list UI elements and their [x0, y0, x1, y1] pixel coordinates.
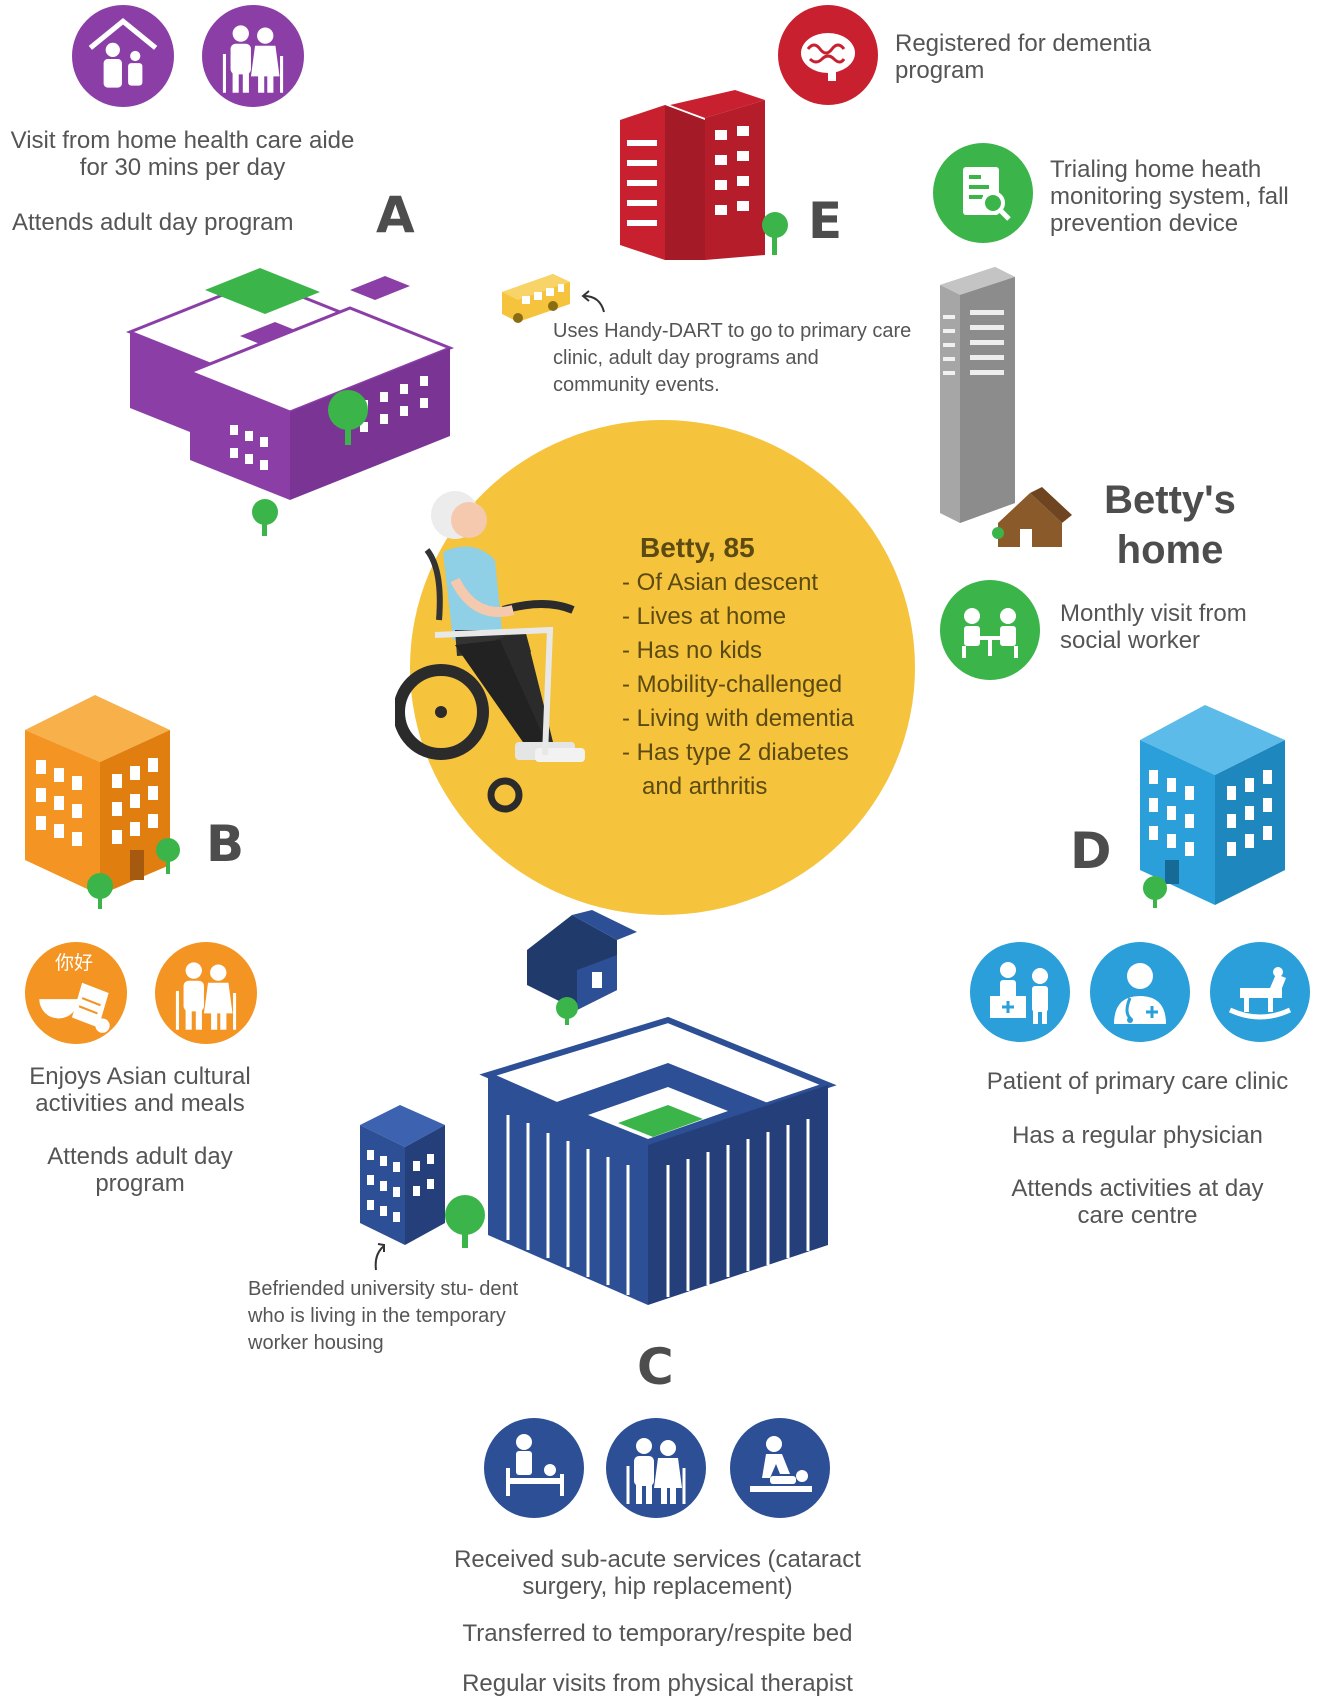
betty-home-tower: [940, 267, 1015, 523]
building-a: [125, 268, 455, 536]
betty-fact: - Has no kids: [622, 637, 763, 664]
small-house-c: [527, 910, 637, 1025]
physiotherapy-icon: [730, 1418, 830, 1518]
betty-fact: - Living with dementia: [622, 705, 855, 732]
betty-fact: and arthritis: [642, 773, 768, 800]
monitoring-report-icon: [933, 143, 1033, 243]
section-b-text-2: Attends adult day program: [47, 1143, 233, 1197]
section-b-letter: B: [206, 815, 245, 873]
home-social-text: Monthly visit from social worker: [1060, 600, 1247, 654]
building-d: [1140, 705, 1285, 908]
section-c-note: Befriended university stu- dent who is l…: [248, 1278, 519, 1354]
home-monitoring-text: Trialing home heath monitoring system, f…: [1050, 156, 1289, 237]
arrow-icon: [581, 290, 605, 313]
section-e-letter: E: [808, 192, 843, 250]
building-b: [25, 695, 180, 909]
section-d-text-1: Patient of primary care clinic: [986, 1068, 1289, 1095]
betty-fact: - Mobility-challenged: [622, 671, 843, 698]
section-d-text-3: Attends activities at day care centre: [1011, 1175, 1264, 1229]
section-c-text-1: Received sub-acute services (cataract su…: [454, 1546, 861, 1600]
physician-icon: [1090, 942, 1190, 1042]
betty-house-icon: [992, 487, 1072, 547]
arrow-icon: [374, 1243, 385, 1271]
hospital-bed-icon: [484, 1418, 584, 1518]
betty-fact: - Of Asian descent: [622, 569, 819, 596]
betty-fact: - Lives at home: [622, 603, 787, 630]
asian-greeting-glyph: 你好: [55, 952, 94, 974]
section-c-text-3: Regular visits from physical therapist: [462, 1670, 853, 1697]
home-care-family-icon: [72, 5, 174, 107]
section-d-text-2: Has a regular physician: [1012, 1122, 1263, 1149]
betty-fact: - Has type 2 diabetes: [622, 739, 849, 766]
social-worker-meeting-icon: [940, 580, 1040, 680]
hospital-complex-c: [479, 1016, 837, 1305]
elderly-couple-icon: [202, 5, 304, 107]
betty-title: Betty, 85: [640, 532, 755, 563]
elderly-couple-icon: [606, 1418, 706, 1518]
worker-housing-building: [360, 1105, 485, 1248]
transport-text: Uses Handy-DART to go to primary care cl…: [553, 320, 912, 396]
building-e: [620, 90, 788, 260]
clinic-reception-icon: [970, 942, 1070, 1042]
brain-icon: [778, 5, 878, 105]
section-a-text-1: Visit from home health care aide for 30 …: [10, 127, 355, 181]
rocking-horse-icon: [1210, 942, 1310, 1042]
section-e-text: Registered for dementia program: [895, 30, 1152, 84]
betty-home-label: Betty's home: [1104, 478, 1236, 572]
betty-facts: - Of Asian descent - Lives at home - Has…: [622, 566, 912, 804]
section-a-letter: A: [376, 186, 415, 244]
section-d-letter: D: [1070, 822, 1112, 880]
bus-icon: [502, 274, 570, 323]
asian-meal-icon: [25, 942, 127, 1044]
section-a-text-2: Attends adult day program: [12, 209, 294, 236]
elderly-couple-icon: [155, 942, 257, 1044]
section-c-text-2: Transferred to temporary/respite bed: [462, 1620, 853, 1647]
section-c-letter: C: [637, 1338, 674, 1396]
section-b-text-1: Enjoys Asian cultural activities and mea…: [29, 1063, 251, 1117]
betty-wheelchair-illustration: [395, 491, 585, 813]
